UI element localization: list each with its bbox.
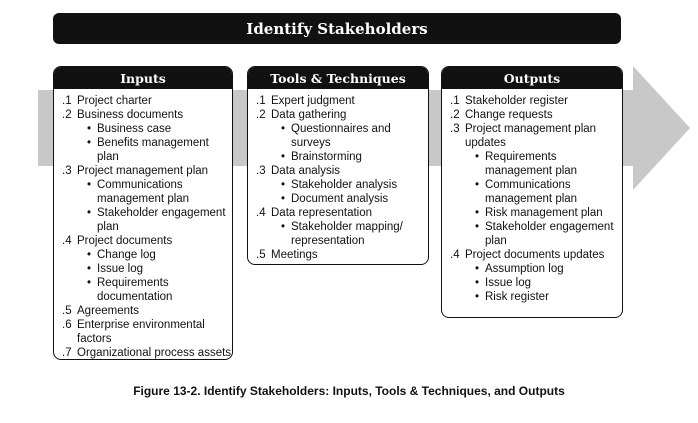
sub-item: Stakeholder mapping/ representation [281,220,428,248]
item-text: Project charter [77,95,152,107]
list-item: .4 Project documentsChange logIssue logRe… [62,234,232,304]
list-item: .2 Business documentsBusiness caseBenefit… [62,108,232,164]
list-item: .4 Project documents updatesAssumption lo… [450,248,622,304]
item-number: .1 [256,95,266,107]
item-number: .2 [62,109,72,121]
list-item: .3 Data analysisStakeholder analysisDocum… [256,164,428,206]
sub-item: Risk management plan [475,206,622,220]
sub-item: Stakeholder analysis [281,178,428,192]
sub-item: Change log [87,248,232,262]
list-item: .3 Project management planCommunications … [62,164,232,234]
sub-item: Risk register [475,290,622,304]
outputs-heading: Outputs [442,67,622,89]
diagram-title: Identify Stakeholders [53,13,621,44]
item-text: Expert judgment [271,95,355,107]
tools-techniques-heading: Tools & Techniques [248,67,428,89]
sub-list: Requirements management planCommunicatio… [465,150,622,248]
item-text: Project documents [77,235,173,247]
item-number: .2 [450,109,460,121]
item-number: .1 [62,95,72,107]
item-text: Business documents [77,109,184,121]
sub-item: Benefits management plan [87,136,232,164]
sub-item: Assumption log [475,262,622,276]
list-item: .4 Data representationStakeholder mapping… [256,206,428,248]
sub-item: Communications management plan [475,178,622,206]
item-number: .3 [256,165,266,177]
item-number: .6 [62,319,72,331]
item-number: .5 [256,249,266,261]
sub-item: Requirements management plan [475,150,622,178]
item-text: Project management plan [77,165,209,177]
list-item: .3 Project management plan updatesRequire… [450,122,622,248]
outputs-box: Outputs .1 Stakeholder register .2 Change r… [441,66,623,318]
inputs-box: Inputs .1 Project charter .2 Business docum… [53,66,233,360]
sub-list: Stakeholder mapping/ representation [271,220,428,248]
item-text: Enterprise environmental factors [77,319,205,345]
item-text: Organizational process assets [77,347,232,359]
item-number: .7 [62,347,72,359]
list-item: .1 Stakeholder register [450,94,622,108]
item-text: Agreements [77,305,140,317]
inputs-list: .1 Project charter .2 Business documentsBus… [54,89,232,364]
sub-item: Communications management plan [87,178,232,206]
sub-item: Questionnaires and surveys [281,122,428,150]
item-text: Change requests [465,109,553,121]
sub-item: Stakeholder engagement plan [87,206,232,234]
list-item: .2 Change requests [450,108,622,122]
item-number: .1 [450,95,460,107]
list-item: .1 Expert judgment [256,94,428,108]
sub-item: Issue log [87,262,232,276]
outputs-list: .1 Stakeholder register .2 Change requests.… [442,89,622,308]
sub-list: Assumption logIssue logRisk register [465,262,622,304]
item-number: .4 [450,249,460,261]
sub-item: Requirements documentation [87,276,232,304]
item-text: Project documents updates [465,249,605,261]
item-text: Meetings [271,249,318,261]
item-number: .4 [256,207,266,219]
figure-caption: Figure 13-2. Identify Stakeholders: Inpu… [133,384,565,398]
item-text: Stakeholder register [465,95,568,107]
list-item: .5 Agreements [62,304,232,318]
sub-list: Stakeholder analysisDocument analysis [271,178,428,206]
item-text: Data representation [271,207,373,219]
list-item: .1 Project charter [62,94,232,108]
sub-list: Business caseBenefits management plan [77,122,232,164]
sub-list: Communications management planStakeholde… [77,178,232,234]
sub-list: Questionnaires and surveysBrainstorming [271,122,428,164]
inputs-heading: Inputs [54,67,232,89]
item-number: .3 [62,165,72,177]
item-number: .3 [450,123,460,135]
tools-techniques-list: .1 Expert judgment .2 Data gatheringQuestio… [248,89,428,266]
list-item: .6 Enterprise environmental factors [62,318,232,346]
list-item: .5 Meetings [256,248,428,262]
sub-item: Issue log [475,276,622,290]
item-text: Data analysis [271,165,341,177]
sub-item: Business case [87,122,232,136]
list-item: .2 Data gatheringQuestionnaires and surve… [256,108,428,164]
item-number: .5 [62,305,72,317]
item-number: .2 [256,109,266,121]
list-item: .7 Organizational process assets [62,346,232,360]
sub-item: Document analysis [281,192,428,206]
item-number: .4 [62,235,72,247]
sub-item: Brainstorming [281,150,428,164]
item-text: Project management plan updates [465,123,597,149]
item-text: Data gathering [271,109,347,121]
sub-item: Stakeholder engagement plan [475,220,622,248]
sub-list: Change logIssue logRequirements document… [77,248,232,304]
